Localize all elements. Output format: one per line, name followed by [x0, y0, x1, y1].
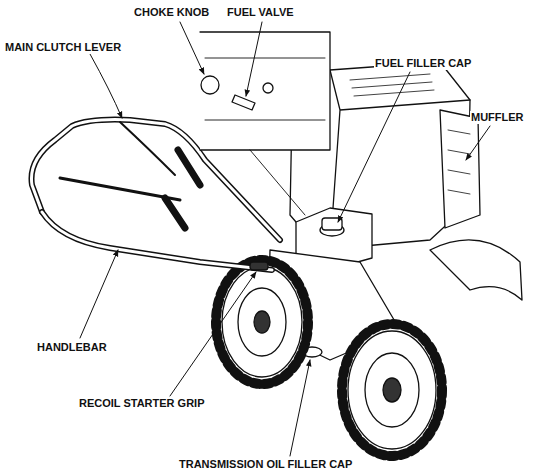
left-wheel-tread	[216, 260, 308, 384]
leader-line	[466, 126, 490, 160]
leader-line	[170, 272, 256, 396]
part-label: MAIN CLUTCH LEVER	[4, 41, 122, 54]
left-wheel	[222, 267, 302, 377]
main-clutch-lever	[120, 122, 175, 175]
choke-knob	[201, 76, 219, 94]
grip	[178, 150, 200, 185]
part-label: FUEL VALVE	[226, 6, 295, 19]
recoil-starter-grip	[250, 262, 268, 270]
part-label: MUFFLER	[470, 111, 525, 124]
fender	[430, 240, 522, 300]
left-wheel-rim	[238, 288, 286, 356]
grip	[165, 198, 185, 228]
panel-bolt	[263, 83, 273, 93]
leader-line	[80, 250, 118, 338]
right-wheel	[348, 331, 436, 449]
leader-line	[338, 72, 410, 222]
part-label: HANDLEBAR	[36, 341, 108, 354]
part-label: RECOIL STARTER GRIP	[78, 397, 206, 410]
leader-lines	[80, 22, 490, 456]
inset-panel	[205, 58, 325, 120]
handlebar-lower-inner	[42, 212, 272, 270]
right-wheel-tread	[342, 324, 442, 456]
inset-pointer	[250, 150, 305, 215]
engine-fins	[350, 74, 434, 96]
leader-line	[290, 360, 310, 456]
leader-line	[246, 22, 262, 96]
right-wheel-hub	[383, 378, 401, 402]
part-label: TRANSMISSION OIL FILLER CAP	[178, 458, 353, 471]
inset-frame	[200, 32, 330, 150]
leader-line	[180, 22, 204, 74]
left-wheel-hub	[254, 311, 270, 333]
muffler	[440, 110, 480, 228]
part-label: CHOKE KNOB	[133, 6, 210, 19]
part-label: FUEL FILLER CAP	[374, 57, 472, 70]
leader-line	[90, 54, 122, 118]
right-wheel-rim	[365, 353, 419, 427]
muffler-guard	[448, 130, 470, 194]
fuel-valve	[232, 95, 255, 110]
handlebar-lower	[42, 212, 272, 270]
